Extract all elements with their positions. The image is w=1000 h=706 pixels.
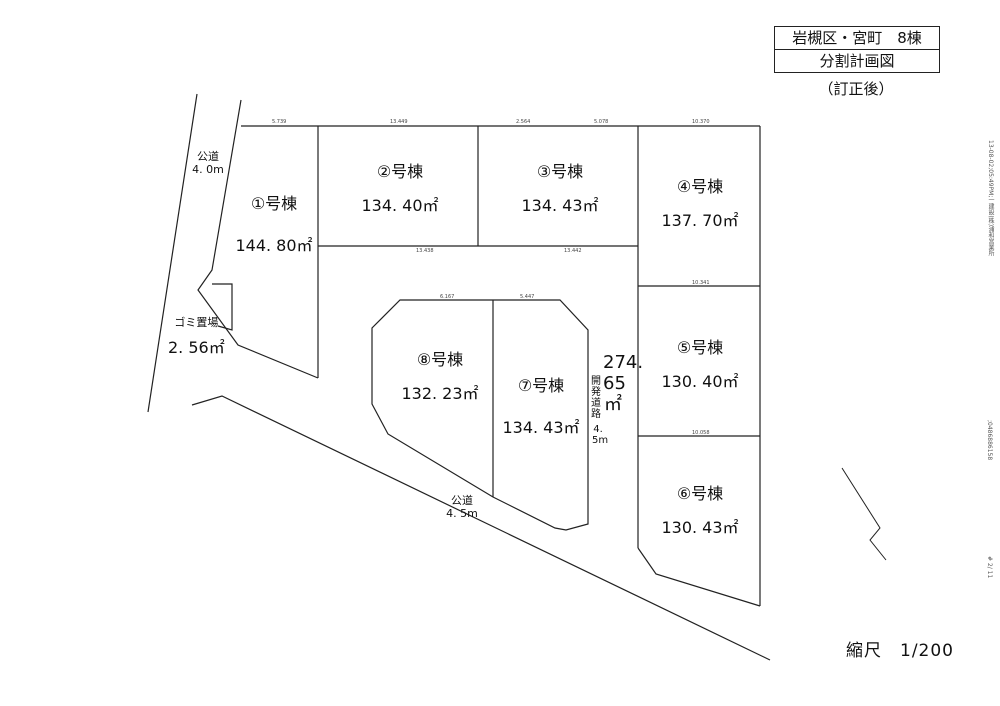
dimension-labels: 5.739 13.449 2.564 5.078 10.370 13.438 1… — [272, 119, 710, 436]
fax-page-number: # 2/ 11 — [986, 556, 993, 579]
dim-label: 13.442 — [564, 248, 582, 254]
dim-label: 10.370 — [692, 119, 710, 125]
title-subtitle: （訂正後） — [818, 80, 894, 98]
dim-label: 5.447 — [520, 294, 534, 300]
lot-4: ④号棟 137. 70㎡ — [650, 173, 750, 231]
lot-number: ⑧号棟 — [416, 350, 464, 369]
scale-label: 縮尺 1/200 — [846, 641, 954, 661]
dim-label: 6.167 — [440, 294, 454, 300]
west-boundary — [197, 99, 319, 379]
fax-header-text: 13-08-02;05:49PM;一建設(株)浦和営業所 — [987, 140, 994, 257]
lot-3: ③号棟 134. 43㎡ — [510, 158, 610, 216]
dim-label: 2.564 — [516, 119, 530, 125]
lot-area: 134. 43㎡ — [502, 418, 580, 437]
lot-area: 130. 40㎡ — [661, 372, 739, 391]
fax-number: ;0486886158 — [986, 420, 993, 461]
plan-lines — [147, 93, 771, 661]
title-line-2: 分割計画図 — [775, 49, 939, 72]
lot-number: ⑤号棟 — [676, 338, 724, 357]
title-box: 岩槻区・宮町 8棟 分割計画図 — [774, 26, 940, 73]
lot-1: ①号棟 144. 80㎡ — [234, 190, 314, 256]
lot-5: ⑤号棟 130. 40㎡ — [650, 334, 750, 392]
dim-label: 10.058 — [692, 430, 710, 436]
lot-8: ⑧号棟 132. 23㎡ — [392, 346, 488, 404]
lot-number: ①号棟 — [250, 194, 298, 213]
dim-label: 10.341 — [692, 280, 710, 286]
lot-number: ⑦号棟 — [517, 376, 565, 395]
garbage-label: ゴミ置場 — [174, 316, 219, 329]
lot-area: 144. 80㎡ — [235, 236, 313, 255]
lot-6-south-edge — [637, 547, 761, 607]
lot-number: ⑥号棟 — [676, 484, 724, 503]
lot-6: ⑥号棟 130. 43㎡ — [650, 480, 750, 538]
lot-area: 134. 40㎡ — [361, 196, 439, 215]
lot-area: 132. 23㎡ — [401, 384, 479, 403]
south-road-edge — [191, 395, 771, 661]
garbage-area: 2. 56㎡ — [168, 338, 225, 357]
north-arrow-icon — [841, 467, 887, 561]
dev-road-width: 4. 5m — [592, 424, 609, 446]
garbage-station-outline — [212, 283, 233, 331]
lot-area: 137. 70㎡ — [661, 211, 739, 230]
lot-number: ③号棟 — [536, 162, 584, 181]
dev-road-area: 274. 65㎡ — [603, 352, 644, 415]
west-road-label: 公道 4. 0m — [192, 150, 224, 176]
dim-label: 13.449 — [390, 119, 408, 125]
central-lots-outline — [371, 299, 589, 531]
south-road-label: 公道 4. 5m — [446, 494, 478, 520]
dim-label: 13.438 — [416, 248, 434, 254]
dim-label: 5.739 — [272, 119, 286, 125]
lot-2: ②号棟 134. 40㎡ — [350, 158, 450, 216]
west-road-edge — [147, 93, 198, 413]
title-line-1: 岩槻区・宮町 8棟 — [792, 29, 922, 47]
dev-road-label: 開発道路 — [591, 376, 601, 420]
garbage-station: ゴミ置場 2. 56㎡ — [168, 314, 225, 358]
dim-label: 5.078 — [594, 119, 608, 125]
lot-7: ⑦号棟 134. 43㎡ — [496, 372, 586, 438]
lot-area: 134. 43㎡ — [521, 196, 599, 215]
lot-number: ②号棟 — [376, 162, 424, 181]
lot-area: 130. 43㎡ — [661, 518, 739, 537]
lot-number: ④号棟 — [676, 177, 724, 196]
